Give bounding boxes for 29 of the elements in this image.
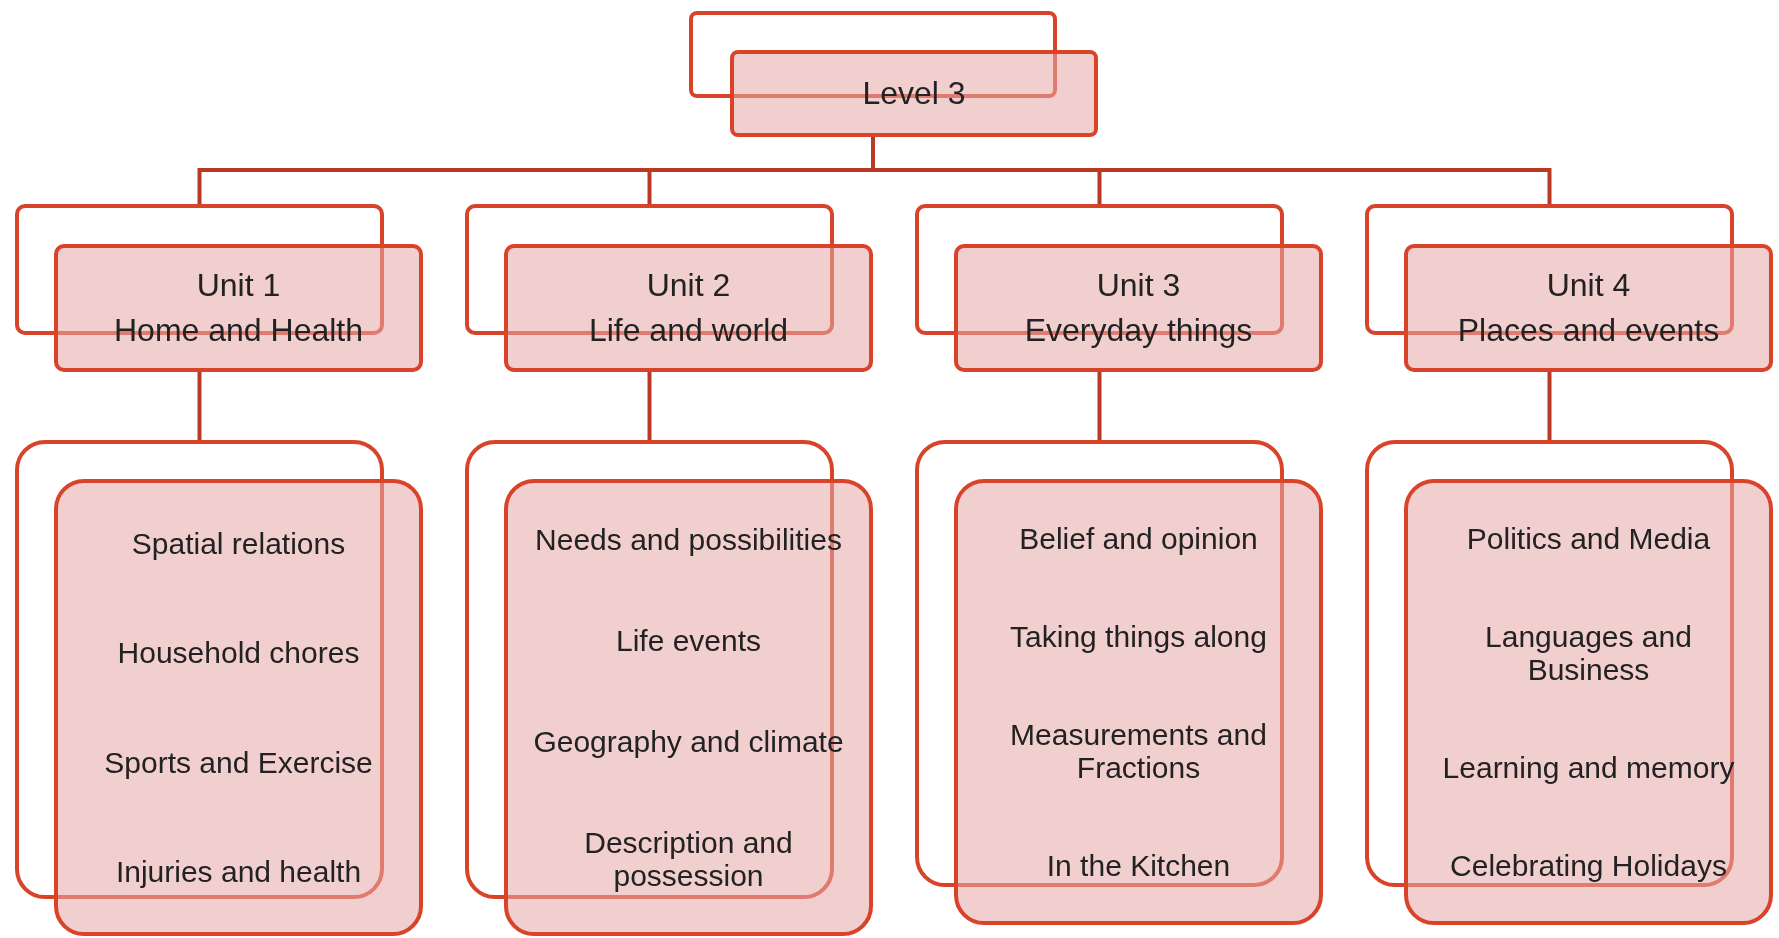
connector-line: [647, 372, 652, 440]
topic-label: Injuries and health: [115, 854, 362, 888]
unit-subtitle: Home and Health: [114, 313, 363, 349]
unit-title: Unit 4: [1546, 267, 1631, 303]
connector-line: [1097, 372, 1102, 440]
connector-line: [1547, 372, 1552, 440]
unit-title: Unit 3: [1096, 267, 1181, 303]
topic-label: Taking things along: [1010, 619, 1267, 653]
topic-label: Geography and climate: [533, 725, 844, 758]
topic-label: Languages and Business: [1484, 619, 1693, 686]
topic-label: Life events: [615, 624, 762, 657]
topic-label: Learning and memory: [1442, 751, 1735, 785]
connector-line: [197, 372, 202, 440]
topic-label: Belief and opinion: [1019, 521, 1258, 555]
topic-label: Sports and Exercise: [104, 745, 373, 779]
topic-label: In the Kitchen: [1046, 849, 1231, 883]
unit-subtitle: Everyday things: [1024, 313, 1253, 349]
unit-title: Unit 2: [646, 267, 731, 303]
topic-label: Celebrating Holidays: [1450, 849, 1727, 883]
unit-subtitle: Life and world: [588, 313, 789, 349]
topic-label: Description and possession: [583, 826, 794, 892]
unit-subtitle: Places and events: [1457, 313, 1720, 349]
topic-label: Needs and possibilities: [535, 523, 842, 556]
topic-label: Spatial relations: [131, 527, 346, 561]
unit-title: Unit 1: [196, 267, 281, 303]
unit-title: Level 3: [862, 75, 966, 112]
topic-label: Measurements and Fractions: [1009, 718, 1268, 785]
topic-label: Household chores: [117, 636, 360, 670]
topic-label: Politics and Media: [1466, 521, 1711, 555]
